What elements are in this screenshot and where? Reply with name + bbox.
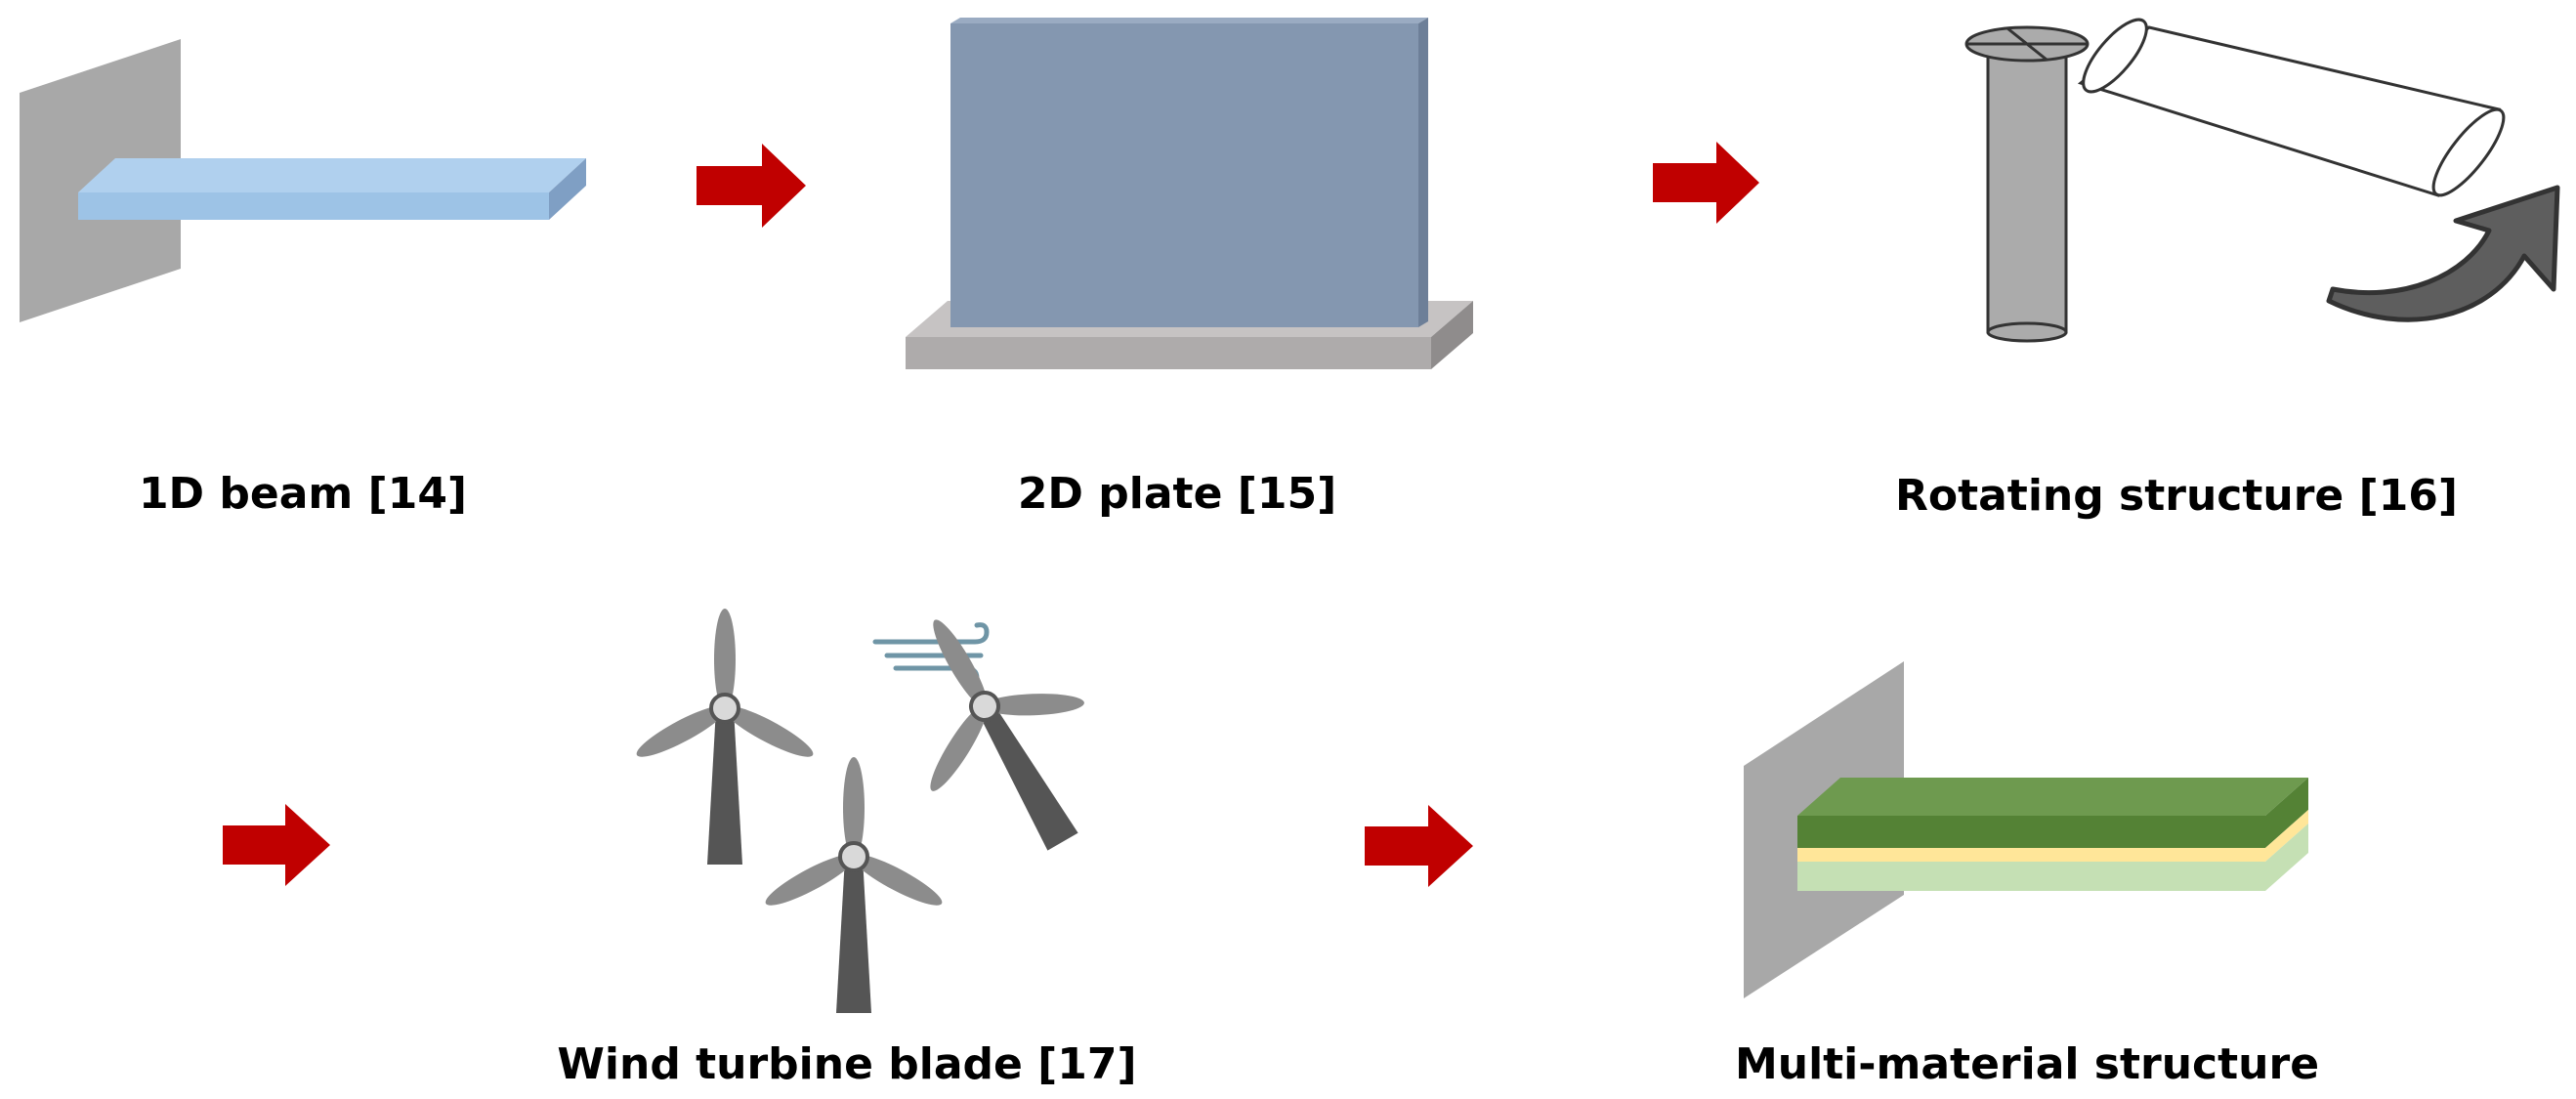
right-arrow-icon [1653,142,1759,224]
beam-front-face [78,192,549,220]
rotating-label: Rotating structure [16] [1895,471,2458,521]
multi-side-dark [2265,778,2308,848]
plate-base-front [906,337,1431,369]
multi-layer-dark [1797,816,2265,848]
right-arrow-icon [1365,805,1473,887]
beam-side-face [549,158,586,220]
multi-layer-bottom [1797,862,2265,891]
rotating-blade-body [2077,25,2502,197]
plate-front-face [950,23,1418,327]
beam-top-face [78,158,586,192]
rotating-shaft [1986,42,2068,334]
rotating-figure [1964,18,2560,343]
plate-figure [906,18,1473,369]
multi-material-label: Multi-material structure [1735,1039,2319,1089]
beam-figure [20,39,586,322]
plate-label: 2D plate [15] [1018,469,1336,519]
rotating-shaft-bottom [1986,321,2068,343]
multi-layer-mid [1797,848,2265,862]
rotating-blade-tip [2431,107,2506,197]
rotating-blade-root [2082,18,2148,94]
plate-top-face [950,18,1428,23]
turbine-figure [625,571,1146,1015]
curved-arrow-icon [2326,185,2560,322]
plate-side-face [1418,18,1428,327]
multi-side-mid [2265,810,2308,862]
right-arrow-icon [697,144,806,228]
beam-label: 1D beam [14] [139,469,467,519]
turbine-label: Wind turbine blade [17] [557,1039,1136,1089]
multi-material-figure [1744,661,2308,998]
plate-base-side [1431,301,1473,369]
multi-side-bottom [2265,824,2308,891]
multi-top-face [1797,778,2308,816]
right-arrow-icon [223,804,330,886]
